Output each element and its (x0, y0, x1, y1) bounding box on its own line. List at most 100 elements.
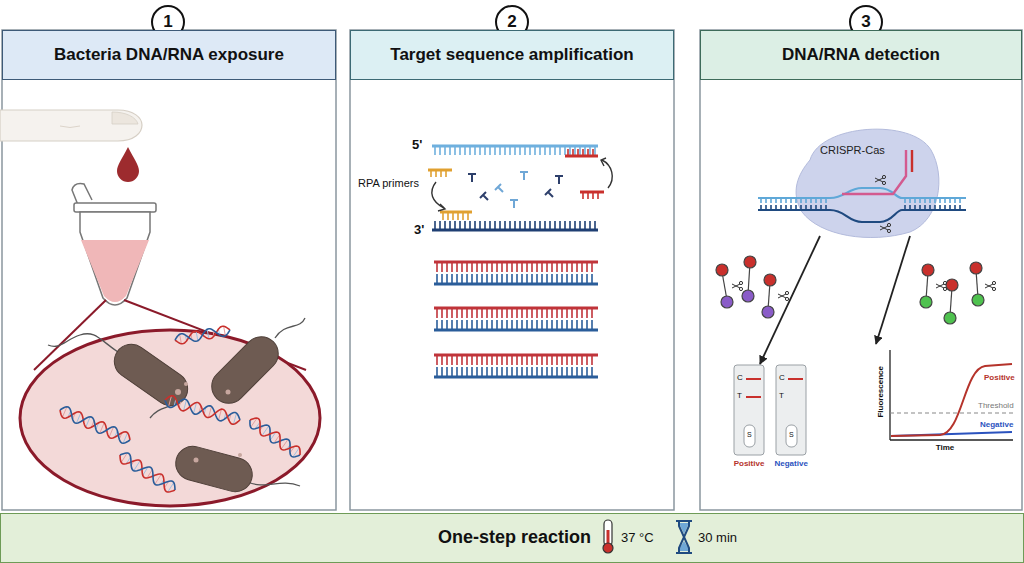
base (959, 205, 961, 210)
base (790, 205, 792, 210)
base (795, 205, 797, 210)
dna-backbone (434, 376, 598, 379)
complex-shape (796, 129, 939, 237)
panel (2, 30, 336, 510)
panel (350, 30, 674, 510)
base (770, 205, 772, 210)
crispr-complex: CRISPR-Cas (790, 120, 940, 238)
strip-body (734, 365, 764, 455)
base (954, 205, 956, 210)
lateral-flow-strip-text: C (779, 373, 785, 382)
dna-strand (120, 455, 175, 492)
membrane-debris (175, 382, 242, 463)
crispr-complex-text: CRISPR-Cas (820, 144, 885, 157)
dna-strand (175, 326, 230, 343)
dna-strand (250, 418, 300, 455)
base-pair (207, 329, 209, 338)
blood-drop (117, 147, 139, 182)
base (765, 198, 767, 203)
dna-backbone (440, 211, 472, 214)
test-line (746, 396, 761, 398)
base (949, 205, 951, 210)
sample-well (786, 425, 797, 447)
base (765, 205, 767, 210)
dna-backbone (432, 145, 598, 148)
reporter-probe (716, 256, 984, 324)
base (939, 205, 941, 210)
dna-strand (175, 329, 230, 341)
dna-backbone (428, 169, 452, 172)
panel (700, 30, 1022, 510)
bacterium (108, 330, 286, 496)
lateral-flow-strip: CTSPositive (734, 365, 764, 455)
scissors (732, 281, 996, 300)
base (780, 205, 782, 210)
primer-arrow (432, 158, 612, 211)
step-number-text: 1 (163, 12, 172, 32)
fluorescence-chart-text: Fluorescence (876, 368, 885, 418)
base (785, 198, 787, 203)
base (944, 205, 946, 210)
base (785, 205, 787, 210)
dna-backbone (565, 155, 598, 158)
step-number-text: 2 (507, 12, 516, 32)
fluorescence-chart-text: Positive (984, 373, 1015, 382)
dna-strand (165, 396, 240, 424)
finger (0, 110, 142, 141)
primer-label: RPA primers (358, 177, 419, 189)
dna-backbone (432, 229, 598, 232)
chart-axes (890, 350, 1013, 440)
dna-backbone (580, 191, 604, 194)
step-number-text: 3 (861, 12, 870, 32)
complex-outline (790, 120, 940, 238)
lateral-flow-strip-text: T (737, 391, 742, 400)
result-arrow (876, 236, 910, 344)
base (775, 198, 777, 203)
base (939, 198, 941, 203)
threshold-line (890, 412, 1013, 413)
lateral-flow-strip-text: T (779, 391, 784, 400)
fluorescence-chart-text: Time (930, 443, 960, 452)
nucleotide (468, 172, 563, 208)
dna-backbone (434, 261, 598, 264)
sample-tube (72, 184, 156, 305)
strand-end: 5' (412, 137, 422, 152)
base (780, 198, 782, 203)
reaction-bar-text: 30 min (698, 531, 737, 546)
base (760, 198, 762, 203)
fluorescence-chart: FluorescenceTimePositiveThresholdNegativ… (872, 345, 1020, 463)
base (954, 198, 956, 203)
result-arrow (760, 236, 820, 364)
base (949, 198, 951, 203)
panel-header: Bacteria DNA/RNA exposure (2, 30, 336, 80)
panel-header: Target sequence amplification (350, 30, 674, 80)
base (790, 198, 792, 203)
reaction-bar-text: One-step reaction (438, 527, 591, 548)
base-pair (224, 326, 226, 335)
dna-backbone (434, 329, 598, 332)
reaction-bar-text: 37 °C (621, 531, 654, 546)
base (944, 198, 946, 203)
base (760, 205, 762, 210)
panel-header-text: Target sequence amplification (390, 45, 633, 65)
panel-header-text: DNA/RNA detection (782, 45, 940, 65)
fluorescence-chart-text: Negative (980, 420, 1013, 429)
dna-backbone (434, 307, 598, 310)
lateral-flow-strip-text: C (737, 373, 743, 382)
strand-end: 3' (414, 222, 424, 237)
lateral-flow-strip-text: S (789, 431, 794, 439)
lateral-flow-strip: CTSNegative (776, 365, 806, 455)
reaction-bar: One-step reaction 37 °C 30 min (0, 513, 1024, 563)
magnified-view (20, 330, 320, 506)
dna-backbone (434, 354, 598, 357)
panel-header: DNA/RNA detection (700, 30, 1022, 80)
dna-strand (250, 420, 300, 457)
sample-well (744, 425, 755, 447)
dna-backbone (434, 283, 598, 286)
base (775, 205, 777, 210)
panel-header-text: Bacteria DNA/RNA exposure (54, 45, 284, 65)
